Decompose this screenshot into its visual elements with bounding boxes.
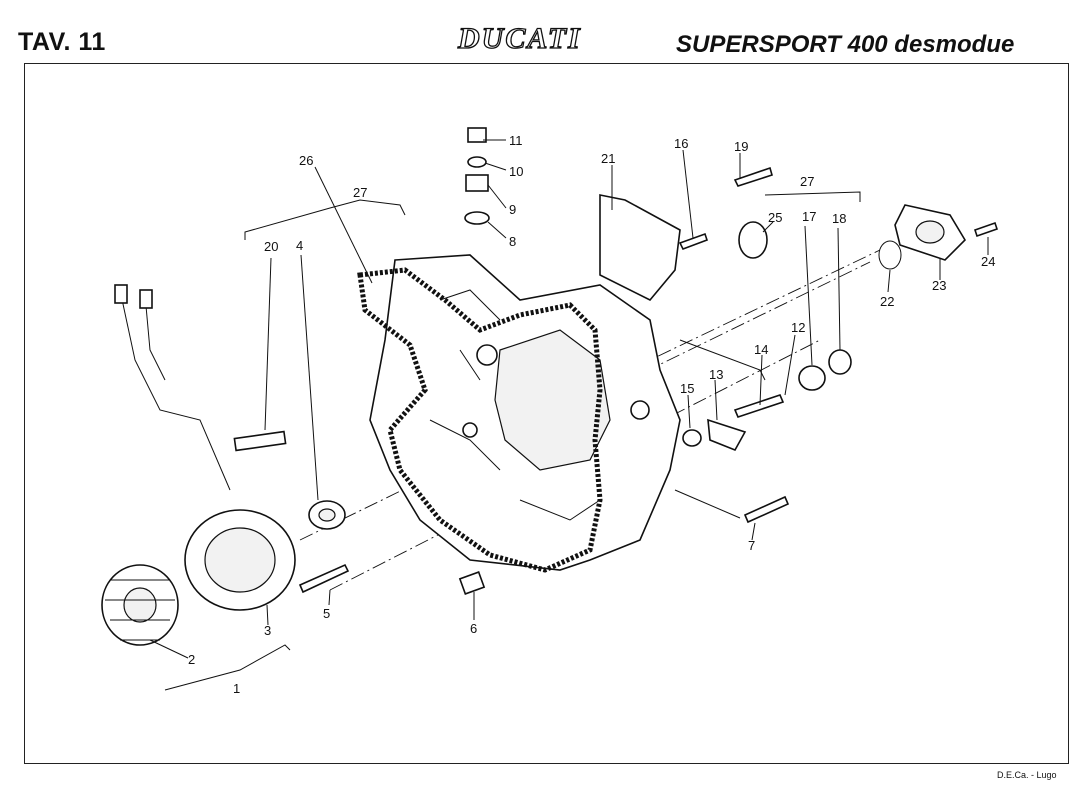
callout-5: 5 [323, 606, 330, 621]
callout-25: 25 [768, 210, 782, 225]
callout-8: 8 [509, 234, 516, 249]
callout-26: 26 [299, 153, 313, 168]
callout-3: 3 [264, 623, 271, 638]
callout-2: 2 [188, 652, 195, 667]
callout-19: 19 [734, 139, 748, 154]
brand-logo: DUCATI [457, 21, 582, 55]
callout-20: 20 [264, 239, 278, 254]
small-parts-left [298, 500, 486, 595]
callout-6: 6 [470, 621, 477, 636]
callout-1: 1 [233, 681, 240, 696]
exploded-parts-diagram: 1 2 3 4 5 6 7 8 9 10 11 12 13 14 15 16 1… [101, 127, 999, 696]
callout-23: 23 [932, 278, 946, 293]
callout-labels: 1 2 3 4 5 6 7 8 9 10 11 12 13 14 15 16 1… [188, 133, 995, 696]
callout-16: 16 [674, 136, 688, 151]
callout-9: 9 [509, 202, 516, 217]
callout-18: 18 [832, 211, 846, 226]
engine-side-cover [369, 254, 681, 571]
callout-10: 10 [509, 164, 523, 179]
alternator-assembly [101, 284, 296, 646]
callout-7: 7 [748, 538, 755, 553]
callout-17: 17 [802, 209, 816, 224]
callout-12: 12 [791, 320, 805, 335]
callout-24: 24 [981, 254, 995, 269]
oil-plug-stack [464, 127, 490, 225]
callout-14: 14 [754, 342, 768, 357]
credit-footer: D.E.Ca. - Lugo [997, 770, 1057, 780]
callout-15: 15 [680, 381, 694, 396]
callout-11: 11 [509, 133, 523, 148]
callout-21: 21 [601, 151, 615, 166]
callout-22: 22 [880, 294, 894, 309]
gasket [357, 267, 603, 573]
callout-27-left: 27 [353, 185, 367, 200]
leader-lines [149, 139, 989, 659]
right-parts [599, 166, 999, 524]
table-number: TAV. 11 [18, 28, 106, 56]
model-title: SUPERSPORT 400 desmodue [676, 31, 1015, 58]
callout-4: 4 [296, 238, 303, 253]
callout-27-right: 27 [800, 174, 814, 189]
drawing-frame [24, 63, 1069, 764]
group-brackets [164, 191, 861, 691]
callout-13: 13 [709, 367, 723, 382]
